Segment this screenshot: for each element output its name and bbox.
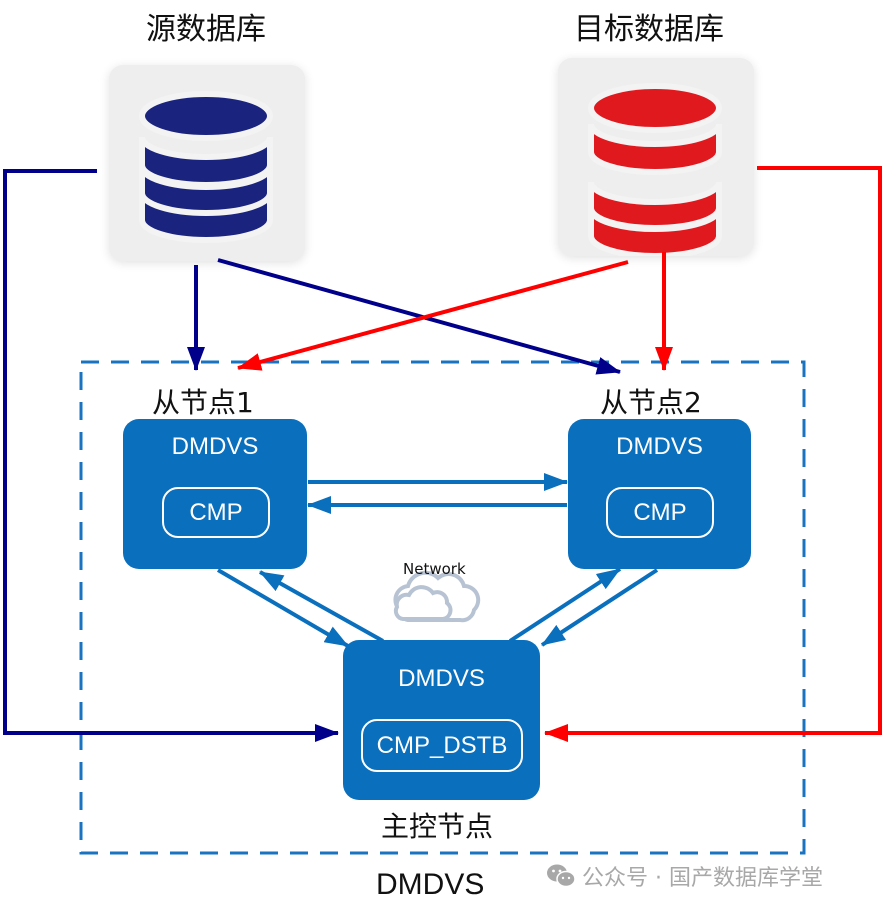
watermark-text: 公众号 · 国产数据库学堂 [582, 866, 823, 891]
wechat-icon [547, 864, 576, 888]
network-label: Network [403, 560, 466, 578]
slave2-label: 从节点2 [600, 386, 702, 419]
source-db-tile[interactable] [109, 65, 305, 261]
master-label: 主控节点 [381, 810, 494, 843]
watermark: 公众号 · 国产数据库学堂 [546, 860, 823, 892]
master-to-slave2-arrow [508, 567, 622, 643]
target-to-master-line [544, 166, 882, 742]
target-to-slave1-line [237, 260, 629, 371]
source-db-title: 源数据库 [146, 12, 266, 47]
master-to-slave1-arrow [259, 570, 384, 643]
source-to-master-line [3, 169, 339, 742]
master-module[interactable]: CMP_DSTB [361, 719, 523, 772]
cluster-boundary [79, 360, 806, 855]
slave1-label: 从节点1 [152, 386, 254, 419]
database-icon [139, 91, 273, 243]
slave2-title: DMDVS [616, 433, 703, 460]
cluster-label: DMDVS [376, 868, 485, 901]
slave1-node[interactable]: DMDVS CMP [123, 419, 307, 569]
target-db-tile[interactable] [558, 58, 754, 259]
source-to-slave2-line [217, 258, 621, 375]
slave1-title: DMDVS [171, 433, 259, 460]
slave1-module[interactable]: CMP [162, 487, 270, 538]
cloud-icon [393, 570, 481, 623]
master-title: DMDVS [398, 665, 485, 692]
slave2-to-master-arrow [540, 568, 659, 647]
master-node[interactable]: DMDVS CMP_DSTB [343, 640, 540, 800]
slave2-module[interactable]: CMP [606, 487, 714, 538]
target-db-title: 目标数据库 [574, 12, 724, 47]
slave1-to-master-arrow [216, 568, 350, 648]
slave2-node[interactable]: DMDVS CMP [568, 419, 751, 569]
database-icon [588, 83, 722, 259]
